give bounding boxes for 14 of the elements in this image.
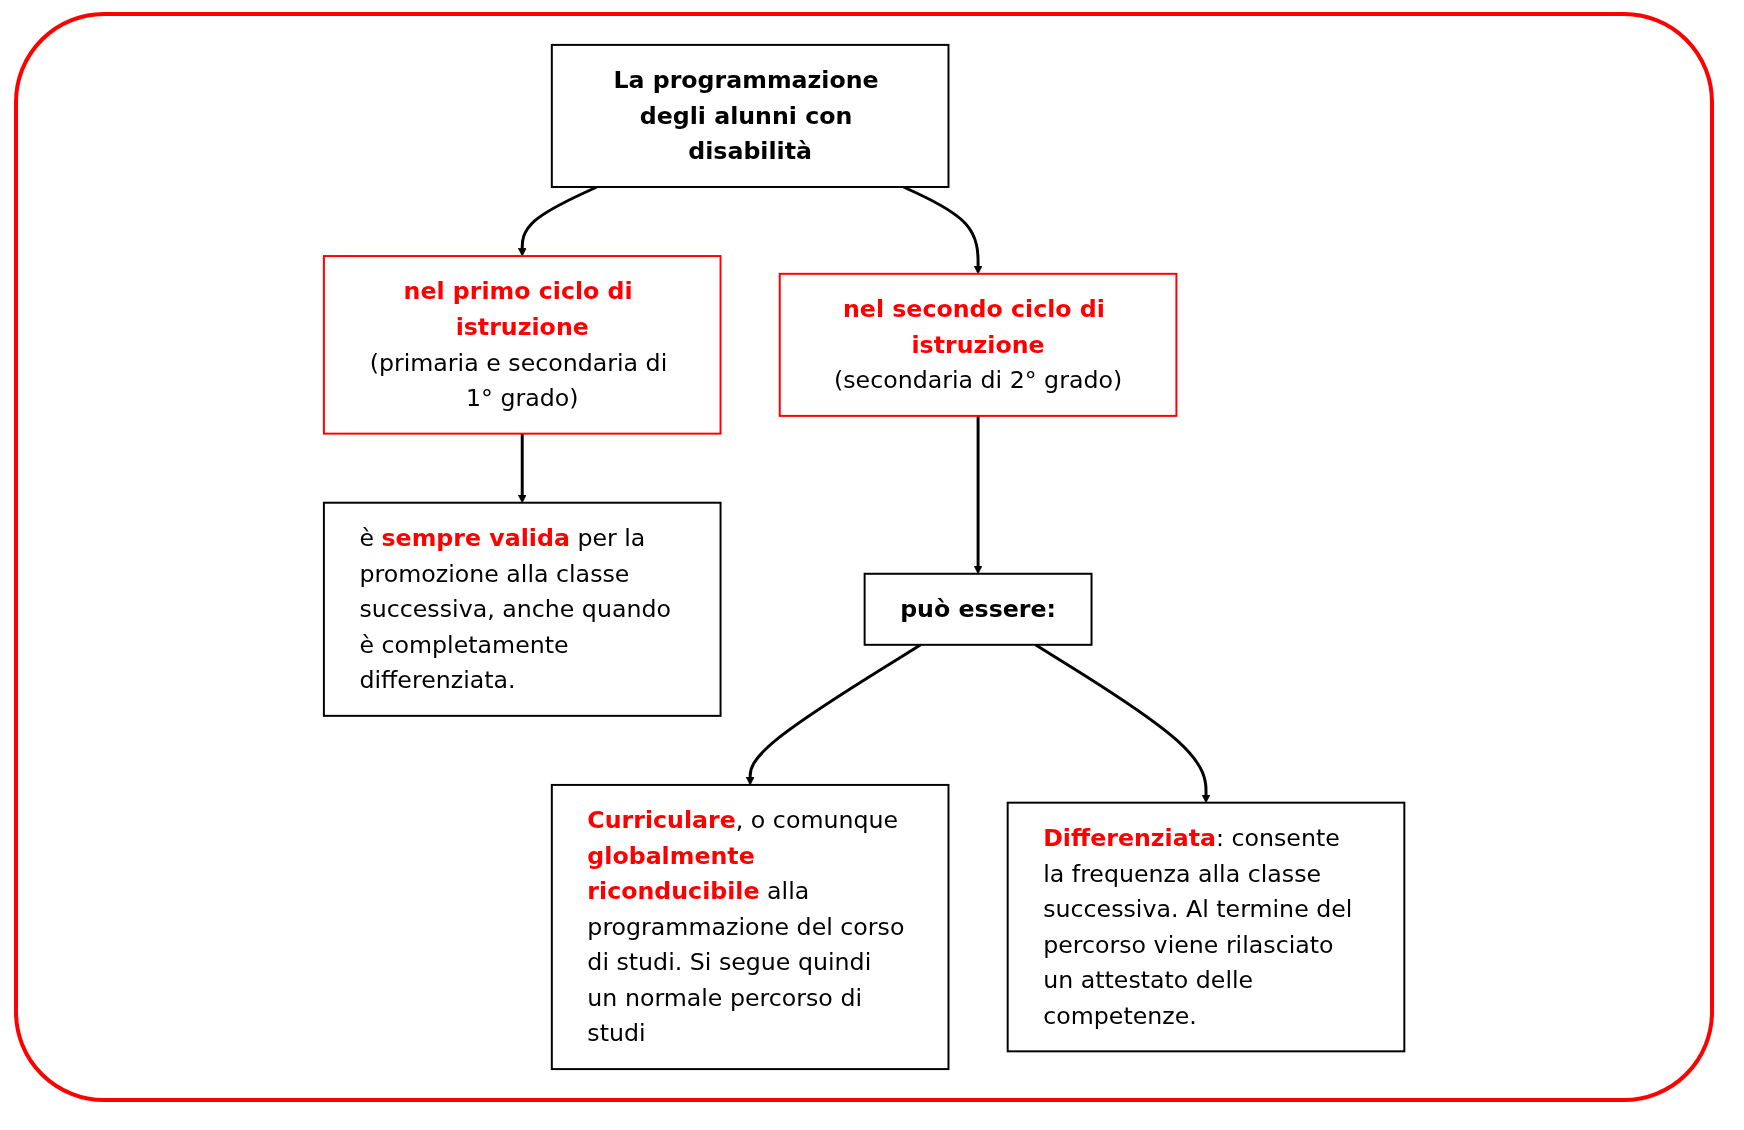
arrow bbox=[1034, 643, 1211, 804]
arrow bbox=[973, 415, 983, 575]
arrow bbox=[745, 643, 922, 786]
node-box bbox=[550, 43, 950, 188]
arrow bbox=[517, 185, 598, 257]
node-box bbox=[1006, 801, 1406, 1053]
node-box bbox=[550, 783, 950, 1071]
node-box bbox=[863, 572, 1093, 646]
rounded-frame: La programmazione degli alunni con disabilità nel primo ciclo di istruzione (primaria e secondaria di 1° grado) nel secondo ciclo di istruzione (secondaria di 2° grado) è sempre valida per la promozione alla classe successiva, anche quando è completamente differenziata. può essere: Curriculare, o comunque globalmente riconducibile alla programmazione del corso di studi. Si segue quindi un normale percorso di studi Differenziata: consente la frequenza alla classe successiva. Al termine del percorso viene rilasciato un attestato delle competenze. bbox=[14, 12, 1714, 1102]
node-box bbox=[322, 501, 722, 717]
arrow bbox=[517, 433, 527, 504]
node-box bbox=[778, 272, 1178, 417]
node-box bbox=[322, 255, 722, 435]
arrow bbox=[902, 185, 983, 275]
